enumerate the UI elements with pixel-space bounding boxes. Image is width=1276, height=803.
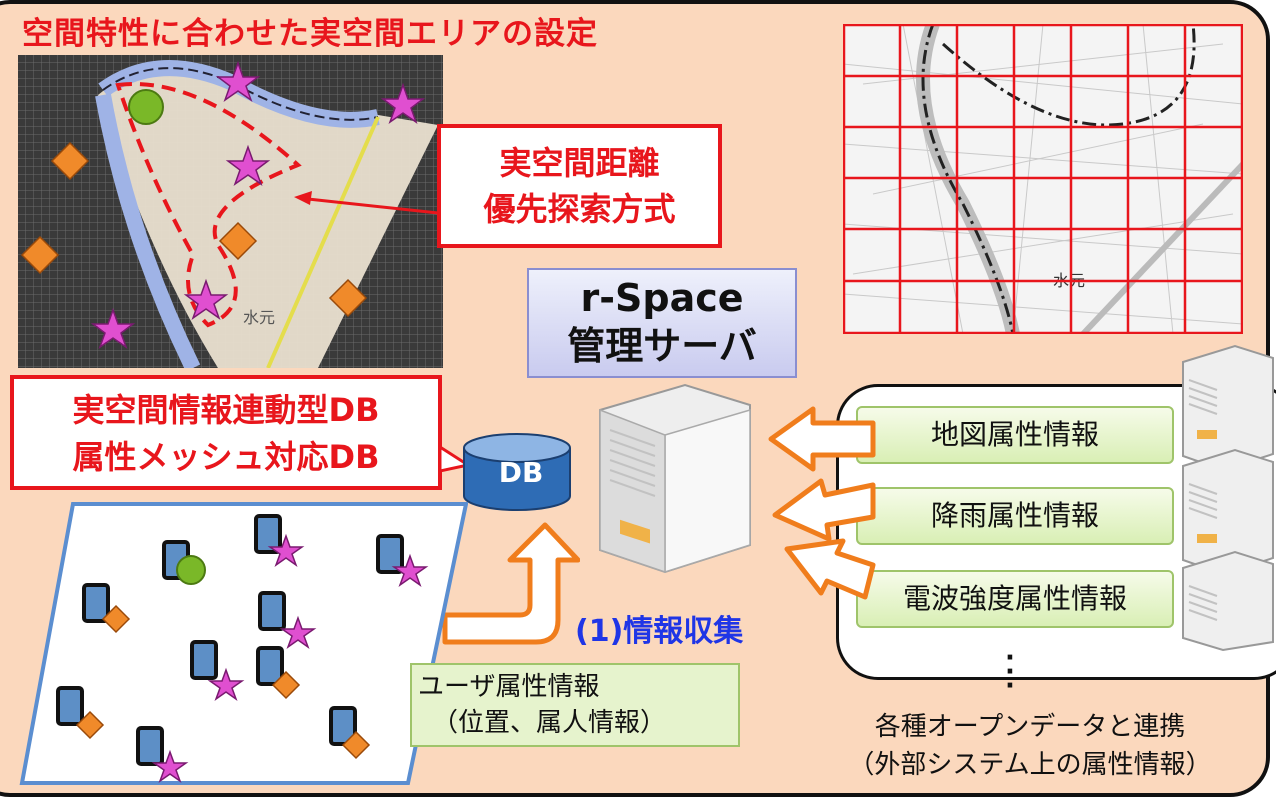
db-type-line2: 属性メッシュ対応DB (72, 438, 380, 476)
info-collection-label: (1)情報収集 (575, 614, 744, 649)
more-sources-ellipsis: ··· (1005, 643, 1015, 701)
attribute-arrows (768, 406, 876, 600)
diagram-title: 空間特性に合わせた実空間エリアの設定 (22, 16, 598, 52)
collect-arrow (442, 522, 580, 645)
right-mesh-map: 水元 (843, 24, 1243, 334)
db-type-callout: 実空間情報連動型DB 属性メッシュ対応DB (10, 375, 442, 490)
database-icon (463, 433, 571, 511)
rain-attribute-box: 降雨属性情報 (856, 487, 1174, 545)
callout-pointer-arrow (294, 191, 439, 215)
user-device-area (18, 500, 468, 790)
search-method-callout: 実空間距離 優先探索方式 (437, 124, 722, 248)
db-type-line1: 実空間情報連動型DB (72, 391, 380, 429)
external-server-stack (1182, 344, 1274, 652)
left-map-place-label: 水元 (243, 308, 275, 327)
map-attribute-box: 地図属性情報 (856, 406, 1174, 464)
user-attribute-box: ユーザ属性情報 （位置、属人情報） (410, 663, 740, 747)
search-method-line1: 実空間距離 (499, 144, 660, 182)
open-data-line1: 各種オープンデータと連携 (874, 712, 1186, 742)
rspace-server-label: r-Space 管理サーバ (527, 268, 797, 378)
left-area-map: 水元 (18, 55, 443, 368)
server-title-line2: 管理サーバ (567, 324, 757, 368)
central-server-icon (599, 383, 751, 574)
server-title-line1: r-Space (580, 276, 744, 320)
radio-attribute-box: 電波強度属性情報 (856, 570, 1174, 628)
user-attribute-line1: ユーザ属性情報 (418, 672, 600, 702)
search-method-line2: 優先探索方式 (483, 190, 676, 228)
db-callout-pointer (440, 445, 470, 473)
user-attribute-line2: （位置、属人情報） (432, 708, 667, 738)
open-data-caption: 各種オープンデータと連携 （外部システム上の属性情報） (790, 708, 1270, 784)
open-data-line2: （外部システム上の属性情報） (848, 750, 1212, 780)
db-label: DB (498, 456, 544, 489)
